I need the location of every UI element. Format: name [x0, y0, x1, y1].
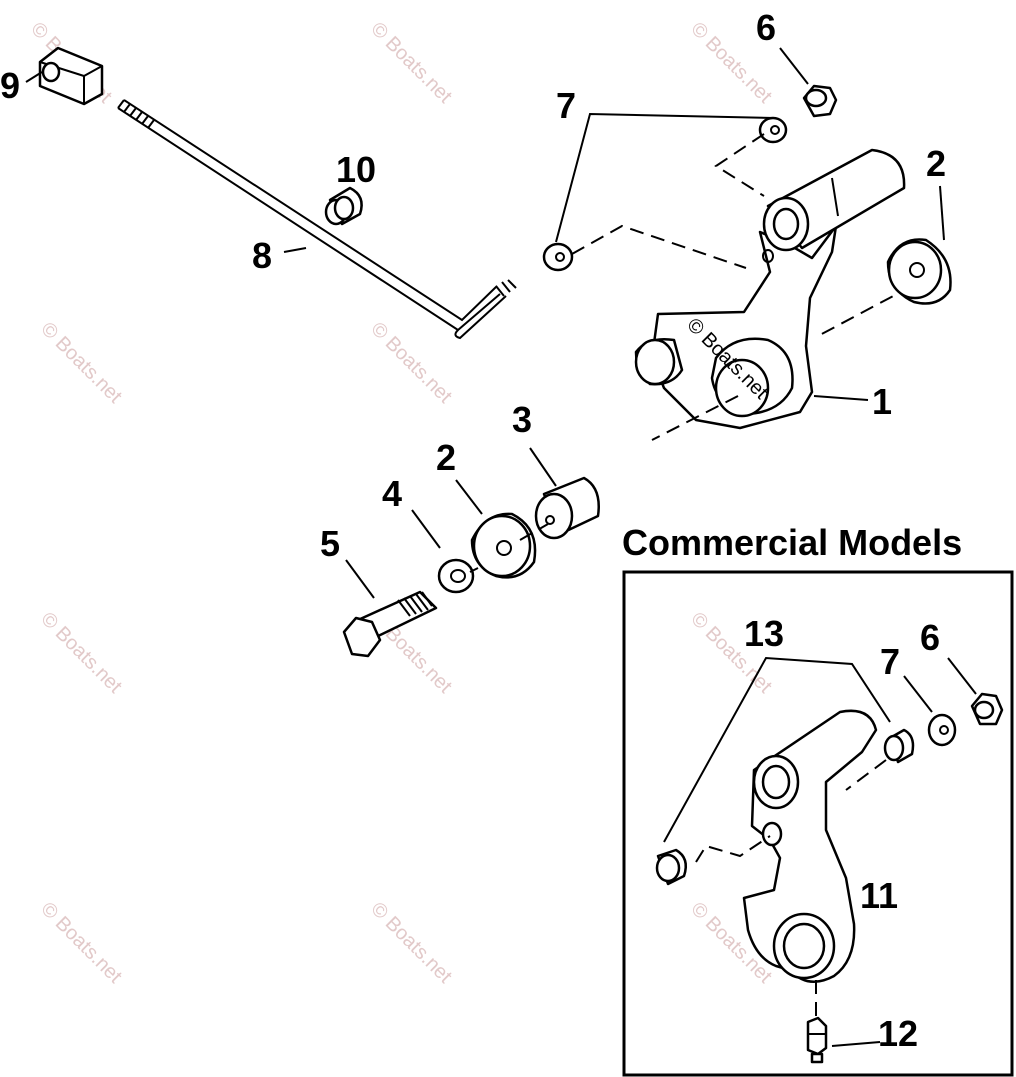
callout-1: 1	[872, 381, 892, 422]
part-7-washer-commercial	[903, 675, 957, 747]
callout-3: 3	[512, 399, 532, 440]
watermark-text: © Boats.net	[36, 318, 126, 408]
part-13-bushing	[655, 656, 915, 886]
part-2-washer	[886, 185, 952, 305]
watermark-text: © Boats.net	[36, 898, 126, 988]
callout-4: 4	[382, 473, 402, 514]
part-7-washer	[542, 112, 788, 272]
callout-12: 12	[878, 1013, 918, 1054]
part-10-bushing	[324, 186, 363, 226]
callout-11: 11	[860, 875, 898, 916]
callout-10: 10	[336, 149, 376, 190]
section-title: Commercial Models	[622, 522, 962, 563]
section-frame	[622, 570, 1014, 1077]
assembly-dashes-commercial	[695, 759, 887, 1018]
assembly-dashes-lower	[469, 523, 549, 573]
part-2-washer-lower	[455, 479, 537, 579]
part-8-shift-rod	[117, 99, 517, 340]
commercial-models-section: Commercial Models	[622, 522, 1014, 1077]
part-5-bolt	[342, 559, 438, 658]
callout-labels: 1 2 2 3 4 5 6 6 7 7 8 9 10 11 12 13	[0, 7, 946, 1054]
watermark-text: © Boats.net	[366, 898, 456, 988]
callout-13: 13	[744, 613, 784, 654]
callout-9: 9	[0, 65, 20, 106]
part-1-bellcrank: © Boats.net	[634, 148, 906, 430]
callout-7: 7	[556, 85, 576, 126]
part-12-grease-fitting	[806, 1016, 881, 1064]
part-6-nut-commercial	[947, 657, 1004, 726]
callout-6: 6	[920, 617, 940, 658]
part-3-spacer	[529, 447, 600, 540]
watermark-text: © Boats.net	[366, 18, 456, 108]
part-11-arm	[742, 709, 878, 983]
part-9-clevis	[38, 46, 104, 106]
callout-9-leader	[25, 71, 43, 83]
callout-7: 7	[880, 641, 900, 682]
watermark-text: © Boats.net	[366, 318, 456, 408]
callout-5: 5	[320, 523, 340, 564]
part-4-lock-washer	[411, 509, 475, 594]
callout-2: 2	[436, 437, 456, 478]
watermark-text: © Boats.net	[36, 608, 126, 698]
callout-8: 8	[252, 235, 272, 276]
part-6-nut	[779, 47, 838, 118]
callout-2: 2	[926, 143, 946, 184]
callout-6: 6	[756, 7, 776, 48]
assembly-dashes-upper	[571, 133, 913, 441]
